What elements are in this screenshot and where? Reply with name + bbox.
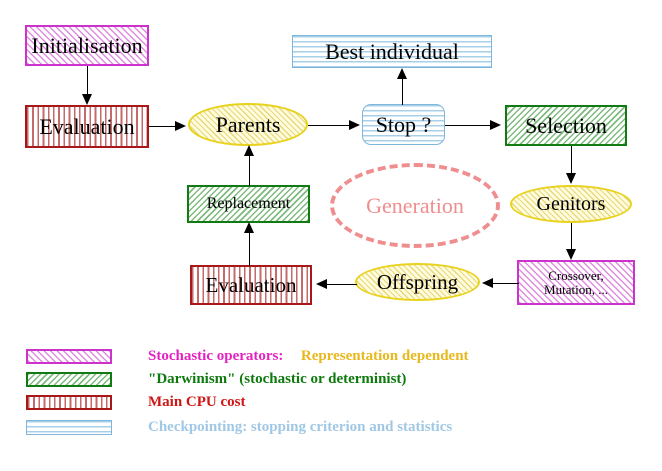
edge-evaluation-to-replacement bbox=[249, 232, 250, 266]
arrowhead-replacement-to-parents bbox=[244, 145, 254, 156]
legend-swatch-red-vertical-hatch bbox=[26, 395, 112, 410]
arrowhead-evaluation-to-parents bbox=[175, 121, 186, 131]
node-replacement[interactable]: Replacement bbox=[187, 185, 310, 223]
arrowhead-parents-to-stop bbox=[349, 120, 360, 130]
arrowhead-stop-to-selection bbox=[490, 120, 501, 130]
legend-swatch-magenta-diagonal-hatch bbox=[26, 349, 112, 364]
edge-initialisation-to-evaluation bbox=[87, 66, 88, 96]
legend-swatch-green-diagonal-hatch bbox=[26, 372, 112, 387]
node-evaluation-top-label: Evaluation bbox=[39, 113, 135, 139]
arrowhead-initialisation-to-evaluation bbox=[82, 94, 92, 105]
node-initialisation-label: Initialisation bbox=[31, 32, 143, 58]
legend-label-0a: Stochastic operators: bbox=[148, 348, 284, 364]
edge-crossover-to-offspring bbox=[492, 283, 519, 284]
node-stop-label: Stop ? bbox=[375, 111, 432, 137]
arrowhead-evaluation-to-replacement bbox=[244, 222, 254, 233]
node-evaluation-bottom-label: Evaluation bbox=[205, 272, 297, 297]
node-best-individual[interactable]: Best individual bbox=[292, 35, 492, 68]
arrowhead-stop-to-best-individual bbox=[397, 68, 407, 79]
node-initialisation[interactable]: Initialisation bbox=[25, 25, 149, 66]
legend-item-0: Stochastic operators: Representation dep… bbox=[26, 348, 469, 365]
legend-item-2: Main CPU cost bbox=[26, 394, 246, 411]
node-evaluation-bottom[interactable]: Evaluation bbox=[190, 265, 312, 305]
node-crossover-mutation[interactable]: Crossover, Mutation, ... bbox=[517, 260, 635, 305]
node-stop[interactable]: Stop ? bbox=[362, 104, 445, 145]
edge-evaluation-to-parents bbox=[149, 126, 177, 127]
node-best-individual-label: Best individual bbox=[325, 38, 459, 64]
node-offspring[interactable]: Offspring bbox=[355, 263, 480, 301]
edge-offspring-to-evaluation bbox=[327, 284, 357, 285]
node-evaluation-top[interactable]: Evaluation bbox=[25, 105, 149, 148]
node-replacement-label: Replacement bbox=[206, 194, 291, 212]
legend-label-1: "Darwinism" (stochastic or determinist) bbox=[148, 371, 407, 387]
legend-label-2: Main CPU cost bbox=[148, 394, 246, 410]
edge-stop-to-selection bbox=[445, 125, 492, 126]
node-selection-label: Selection bbox=[525, 112, 607, 138]
arrowhead-genitors-to-crossover bbox=[566, 249, 576, 260]
legend-item-1: "Darwinism" (stochastic or determinist) bbox=[26, 371, 406, 388]
legend-item-3: Checkpointing: stopping criterion and st… bbox=[26, 419, 452, 436]
arrowhead-offspring-to-evaluation bbox=[316, 279, 327, 289]
node-genitors[interactable]: Genitors bbox=[510, 185, 632, 223]
node-generation: Generation bbox=[330, 163, 500, 248]
node-offspring-label: Offspring bbox=[376, 269, 459, 294]
edge-stop-to-best-individual bbox=[402, 78, 403, 105]
arrowhead-crossover-to-offspring bbox=[482, 278, 493, 288]
arrowhead-selection-to-genitors bbox=[566, 173, 576, 184]
node-parents-label: Parents bbox=[215, 111, 281, 137]
node-selection[interactable]: Selection bbox=[505, 105, 627, 146]
edge-parents-to-stop bbox=[308, 125, 351, 126]
node-generation-label: Generation bbox=[366, 192, 464, 218]
node-crossover-mutation-label: Crossover, Mutation, ... bbox=[544, 267, 608, 297]
node-parents[interactable]: Parents bbox=[188, 103, 308, 146]
edge-replacement-to-parents bbox=[249, 155, 250, 186]
legend-swatch-blue-horizontal-hatch bbox=[26, 420, 112, 435]
node-genitors-label: Genitors bbox=[536, 192, 606, 215]
edge-genitors-to-crossover bbox=[571, 223, 572, 251]
legend-label-0b: Representation dependent bbox=[300, 348, 469, 364]
legend-label-3: Checkpointing: stopping criterion and st… bbox=[148, 419, 453, 435]
edge-selection-to-genitors bbox=[571, 146, 572, 175]
